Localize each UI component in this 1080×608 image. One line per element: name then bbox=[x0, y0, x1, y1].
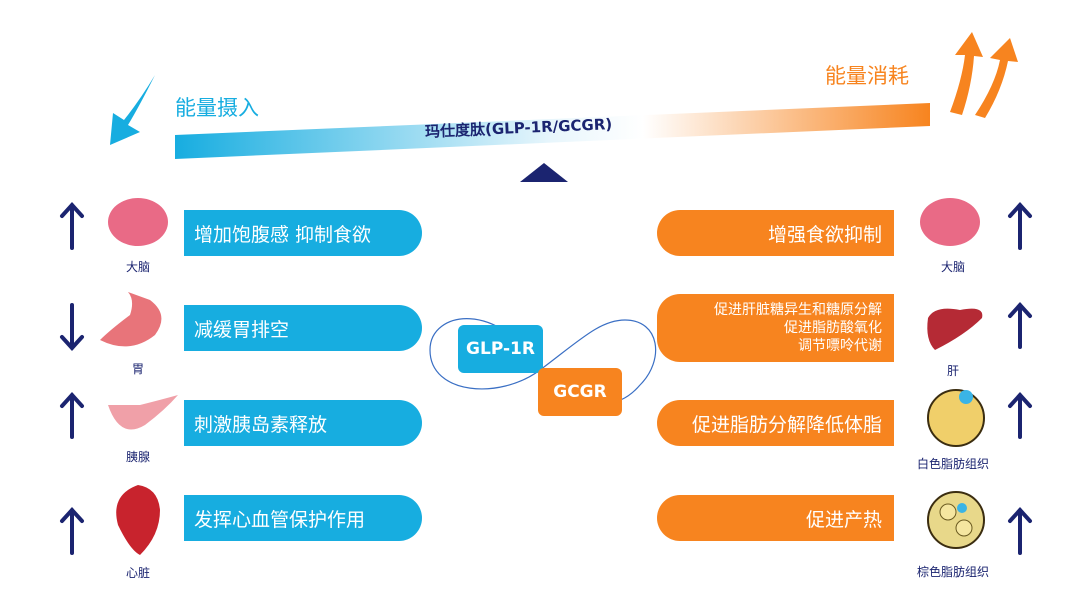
organ-label: 肝 bbox=[946, 364, 959, 378]
organ-label: 心脏 bbox=[125, 566, 150, 580]
energy-intake-title: 能量摄入 bbox=[175, 96, 259, 120]
left-effect-4: 发挥心血管保护作用 bbox=[184, 495, 422, 541]
gcgr-box: GCGR bbox=[538, 368, 622, 416]
pointer-triangle-icon bbox=[520, 163, 568, 182]
effect-line: 促进肝脏糖异生和糖原分解 bbox=[714, 302, 882, 318]
right-effect-3: 促进脂肪分解降低体脂 bbox=[657, 400, 894, 446]
right-effect-2: 促进肝脏糖异生和糖原分解 促进脂肪酸氧化 调节嘌呤代谢 bbox=[657, 294, 894, 362]
organ-label: 大脑 bbox=[940, 260, 965, 274]
right-effect-4: 促进产热 bbox=[657, 495, 894, 541]
organ-label: 棕色脂肪组织 bbox=[916, 565, 989, 579]
organ-label: 大脑 bbox=[125, 260, 150, 274]
left-effect-1: 增加饱腹感 抑制食欲 bbox=[184, 210, 422, 256]
effect-line: 调节嘌呤代谢 bbox=[798, 338, 882, 354]
effect-line: 促进脂肪酸氧化 bbox=[784, 320, 882, 336]
left-effect-2: 减缓胃排空 bbox=[184, 305, 422, 351]
energy-expenditure-title: 能量消耗 bbox=[825, 64, 909, 88]
down-left-arrow-icon bbox=[110, 75, 155, 145]
left-effect-3: 刺激胰岛素释放 bbox=[184, 400, 422, 446]
energy-gradient-bar bbox=[175, 103, 930, 159]
up-right-arrow-icon bbox=[950, 32, 1018, 118]
organ-label: 白色脂肪组织 bbox=[916, 457, 989, 471]
infinity-loop bbox=[429, 318, 657, 404]
right-effect-1: 增强食欲抑制 bbox=[657, 210, 894, 256]
organ-label: 胰腺 bbox=[125, 450, 150, 464]
glp1r-box: GLP-1R bbox=[458, 325, 543, 373]
organ-label: 胃 bbox=[131, 362, 144, 376]
